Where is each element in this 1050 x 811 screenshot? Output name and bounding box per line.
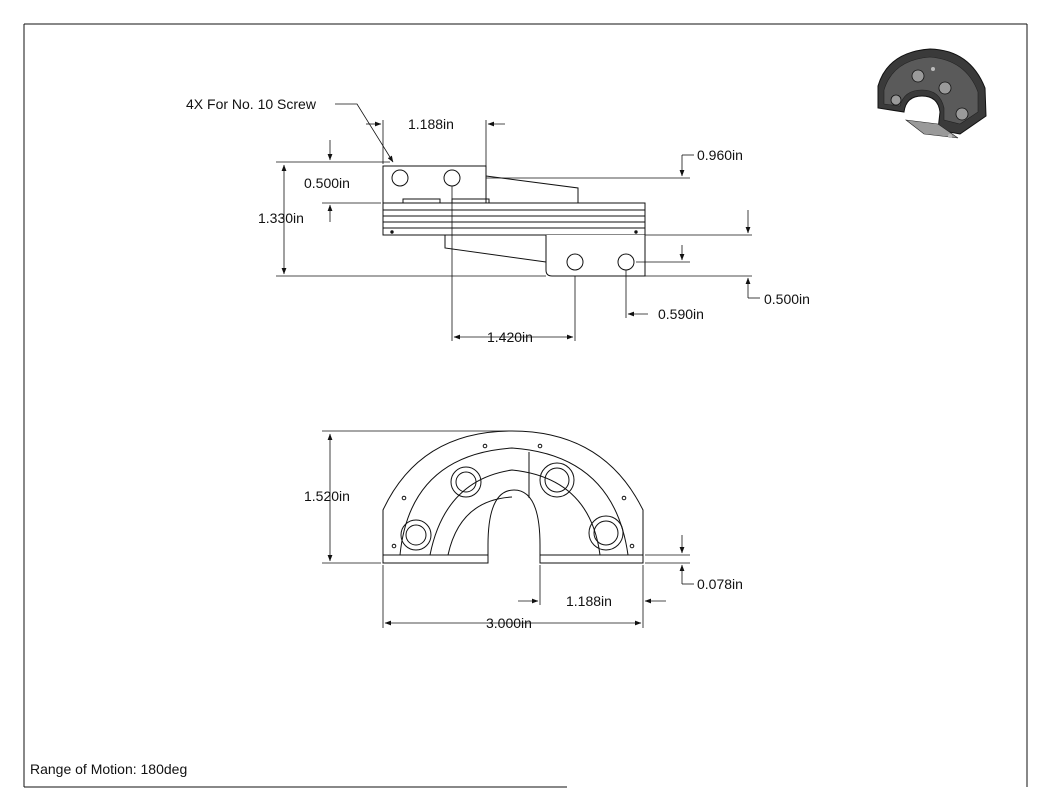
front-dim-step: 0.078in (697, 576, 743, 592)
front-dim-height: 1.520in (304, 488, 350, 504)
side-dim-bottom-span: 1.420in (487, 329, 533, 345)
side-view-dimensions (276, 103, 760, 341)
isometric-thumbnail (877, 48, 987, 139)
side-view (382, 165, 646, 277)
front-dim-width: 3.000in (486, 615, 532, 631)
side-dim-offset-right: 0.960in (697, 147, 743, 163)
side-dim-height: 1.330in (258, 210, 304, 226)
side-dim-top-span: 1.188in (408, 116, 454, 132)
side-dim-right-hole: 0.500in (764, 291, 810, 307)
range-of-motion-note: Range of Motion: 180deg (30, 761, 188, 777)
screw-callout: 4X For No. 10 Screw (186, 96, 317, 112)
side-dim-left-hole: 0.500in (304, 175, 350, 191)
front-dim-notch: 1.188in (566, 593, 612, 609)
sheet-border (23, 23, 1028, 788)
front-view-dimensions (322, 430, 694, 628)
front-view (382, 430, 644, 564)
side-dim-hole-spacing: 0.590in (658, 306, 704, 322)
